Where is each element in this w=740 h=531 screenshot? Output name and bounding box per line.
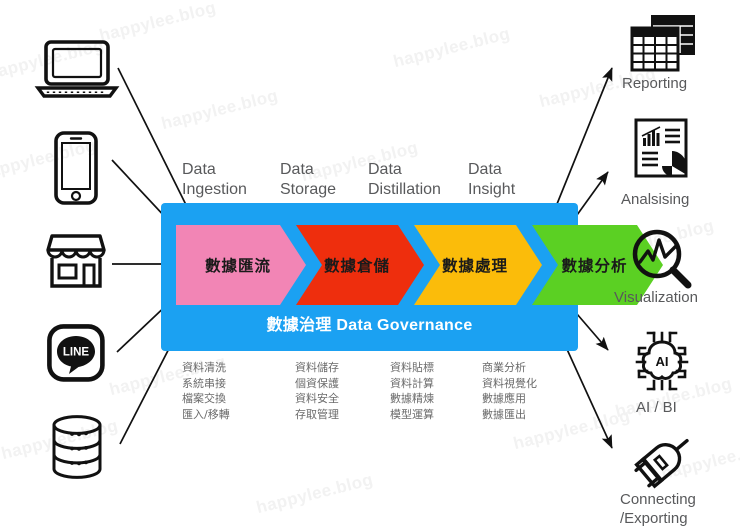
detail-item: 存取管理 xyxy=(295,407,339,421)
detail-item: 數據應用 xyxy=(482,392,526,405)
stage-label-distillation: Data Distillation xyxy=(368,161,441,198)
pipeline-stage-storage[interactable]: 數據倉儲 xyxy=(296,225,424,305)
table-report-icon xyxy=(628,14,698,72)
pipeline-stage-ingestion[interactable]: 數據匯流 xyxy=(176,225,306,305)
database-icon xyxy=(50,414,104,480)
svg-text:AI: AI xyxy=(656,354,669,369)
output-label-visualization: Visualization xyxy=(614,289,698,306)
stage-label-storage: Data Storage xyxy=(280,161,337,198)
laptop-icon xyxy=(34,38,120,100)
governance-label-cn: 數據治理 xyxy=(266,315,332,334)
pipeline-stage-distillation[interactable]: 數據處理 xyxy=(414,225,542,305)
governance-banner: 數據治理 Data Governance xyxy=(161,311,578,335)
detail-item: 數據精煉 xyxy=(390,392,434,405)
ai-brain-chip-icon: AI xyxy=(630,330,694,392)
line-app-icon: LINE xyxy=(47,324,105,382)
detail-column-distillation: 資料貼標 資料計算 數據精煉 模型運算 xyxy=(390,360,434,422)
store-icon xyxy=(44,232,108,290)
pipeline-stage-title: 數據倉儲 xyxy=(323,257,390,275)
pipeline-stage-title: 數據分析 xyxy=(561,257,628,275)
pipeline-stages: 數據匯流 數據倉儲 數據處理 數據分析 xyxy=(161,225,663,305)
detail-item: 商業分析 xyxy=(482,361,526,374)
output-label-ai-bi: AI / BI xyxy=(636,399,677,416)
detail-item: 系統串接 xyxy=(182,376,226,390)
detail-item: 資料計算 xyxy=(390,376,434,390)
detail-item: 資料安全 xyxy=(295,392,339,405)
detail-item: 資料儲存 xyxy=(295,361,339,374)
detail-item: 檔案交換 xyxy=(182,392,226,405)
governance-label-en: Data Governance xyxy=(336,317,473,334)
output-label-analsising: Analsising xyxy=(621,191,690,208)
pipeline-stage-title: 數據處理 xyxy=(441,257,508,275)
plug-connector-icon xyxy=(628,432,700,489)
detail-item: 數據匯出 xyxy=(482,407,526,421)
detail-item: 資料清洗 xyxy=(182,361,226,374)
detail-item: 資料視覺化 xyxy=(482,376,537,390)
stage-label-ingestion: Data Ingestion xyxy=(182,161,247,198)
document-chart-icon xyxy=(632,118,690,180)
output-label-reporting: Reporting xyxy=(622,75,688,92)
detail-item: 資料貼標 xyxy=(390,361,434,374)
pipeline-stage-title: 數據匯流 xyxy=(204,257,271,275)
detail-column-insight: 商業分析 資料視覺化 數據應用 數據匯出 xyxy=(482,360,537,422)
detail-column-storage: 資料儲存 個資保護 資料安全 存取管理 xyxy=(295,360,339,422)
smartphone-icon xyxy=(53,130,99,206)
detail-item: 模型運算 xyxy=(390,407,434,421)
stage-label-insight: Data Insight xyxy=(468,161,516,198)
detail-column-ingestion: 資料清洗 系統串接 檔案交換 匯入/移轉 xyxy=(182,360,230,422)
magnifier-chart-icon xyxy=(628,228,698,290)
svg-text:LINE: LINE xyxy=(63,347,90,359)
detail-item: 個資保護 xyxy=(295,376,339,390)
detail-item: 匯入/移轉 xyxy=(182,407,230,421)
pipeline-container: 數據匯流 數據倉儲 數據處理 數據分析 數據治理 Data Governance xyxy=(161,203,663,351)
output-label-connecting-exporting: Connecting /Exporting xyxy=(620,491,696,527)
